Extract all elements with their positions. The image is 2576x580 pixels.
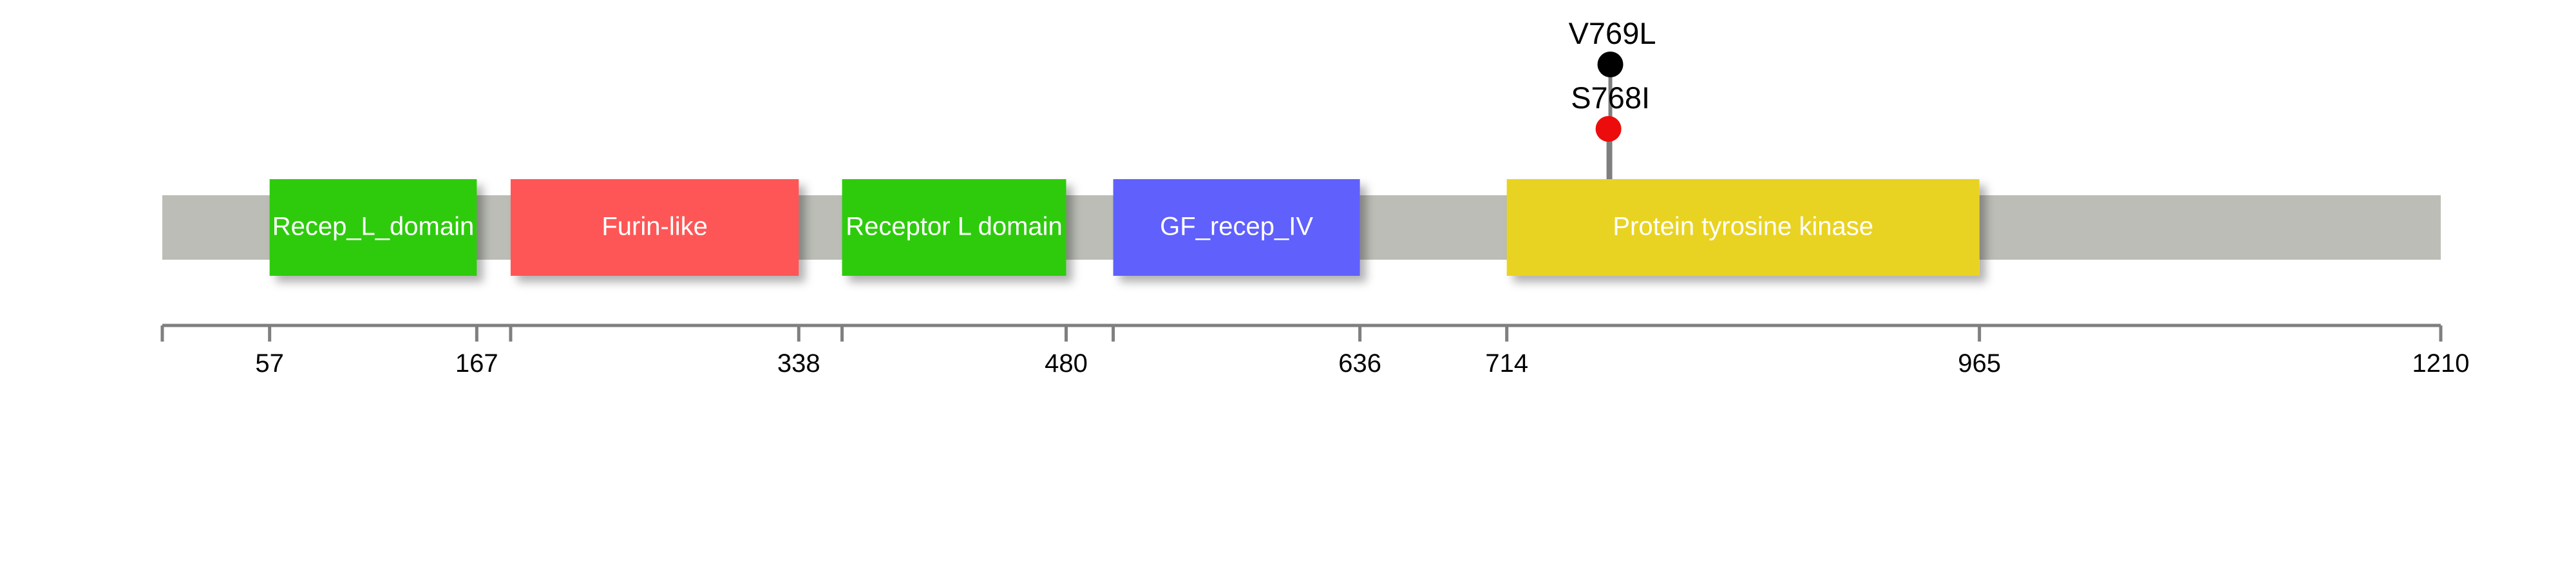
domain-box[interactable] xyxy=(510,179,799,276)
domain-4[interactable]: GF_recep_IV xyxy=(1113,179,1360,276)
domain-box[interactable] xyxy=(269,179,477,276)
axis-tick-label: 480 xyxy=(1045,349,1088,378)
mutation-marker[interactable] xyxy=(1595,116,1622,142)
axis-tick-label: 167 xyxy=(455,349,498,378)
axis-tick-label: 1210 xyxy=(2412,349,2470,378)
mutation-v769l[interactable]: V769L xyxy=(1569,16,1656,77)
mutation-group: S768I V769L xyxy=(1569,16,1656,142)
domain-label: Receptor L domain xyxy=(846,213,1062,241)
domain-1[interactable]: Recep_L_domain xyxy=(269,179,477,276)
mutation-s768i[interactable]: S768I xyxy=(1571,81,1650,142)
domain-box[interactable] xyxy=(842,179,1066,276)
domain-box[interactable] xyxy=(1113,179,1360,276)
domain-label: Furin-like xyxy=(601,213,707,241)
domain-box[interactable] xyxy=(1506,179,1980,276)
mutation-label: V769L xyxy=(1569,16,1656,50)
domain-label: Protein tyrosine kinase xyxy=(1613,213,1873,241)
domain-3[interactable]: Receptor L domain xyxy=(842,179,1066,276)
axis-tick-label: 965 xyxy=(1958,349,2001,378)
position-axis: 57 167 338 480 636 714 965 1210 xyxy=(160,324,2470,378)
axis-tick-label: 636 xyxy=(1338,349,1381,378)
domain-label: GF_recep_IV xyxy=(1160,213,1313,241)
domain-group: Recep_L_domain Furin-like Receptor L domai… xyxy=(269,179,1980,276)
mutation-marker[interactable] xyxy=(1597,52,1624,77)
axis-tick-label: 57 xyxy=(255,349,284,378)
mutation-label: S768I xyxy=(1571,81,1650,115)
domain-5[interactable]: Protein tyrosine kinase xyxy=(1506,179,1980,276)
domain-2[interactable]: Furin-like xyxy=(510,179,799,276)
axis-tick-label: 714 xyxy=(1485,349,1528,378)
axis-tick-label: 338 xyxy=(777,349,820,378)
domain-label: Recep_L_domain xyxy=(272,213,475,241)
